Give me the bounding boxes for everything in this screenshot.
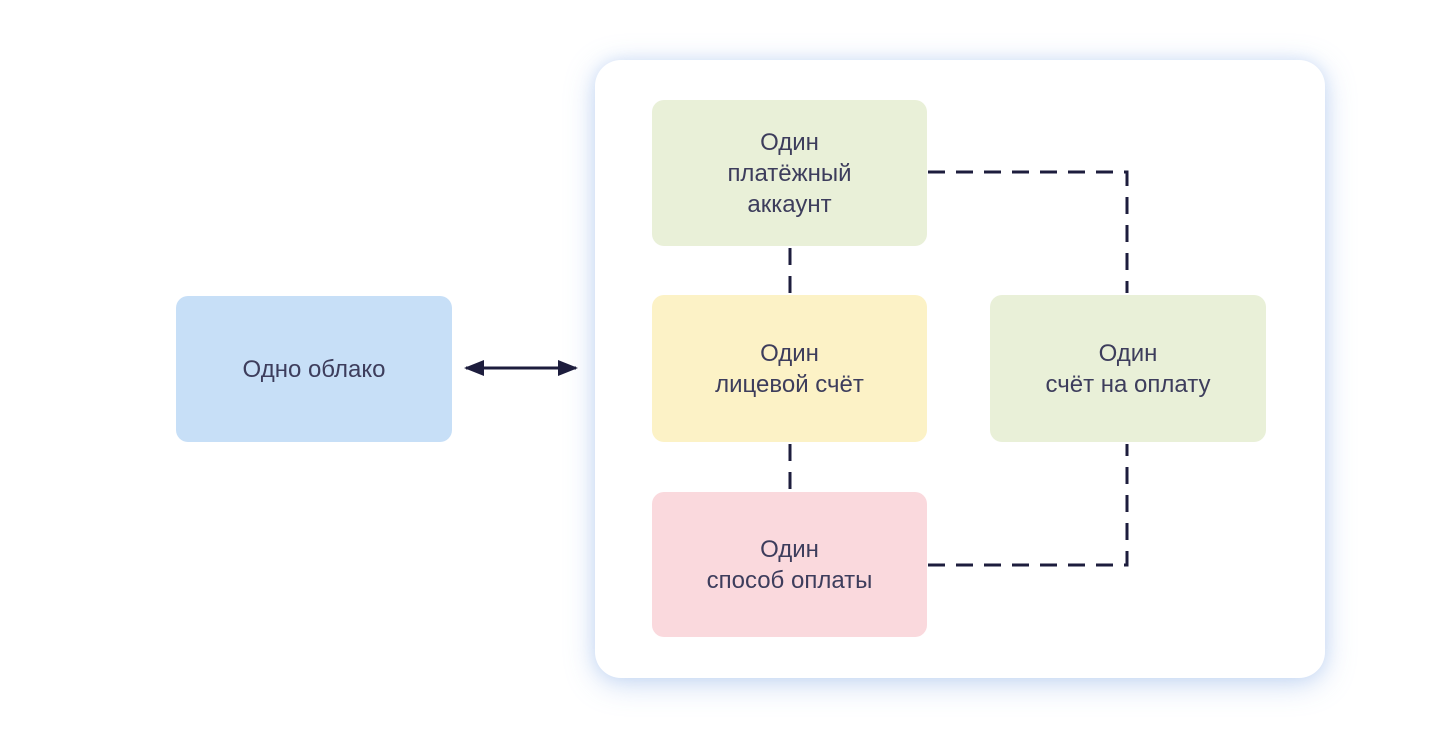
invoice-box-label: Один счёт на оплату (1045, 339, 1211, 398)
payment-account-box: Один платёжный аккаунт (652, 100, 927, 246)
payment-method-box: Один способ оплаты (652, 492, 927, 637)
cloud-box: Одно облако (176, 296, 452, 442)
dashed-connector-method-to-invoice (928, 444, 1129, 567)
personal-account-box-label: Один лицевой счёт (715, 339, 864, 398)
payment-method-box-label: Один способ оплаты (706, 535, 873, 594)
payment-account-box-label: Один платёжный аккаунт (727, 128, 852, 218)
invoice-box: Один счёт на оплату (990, 295, 1266, 442)
cloud-box-label: Одно облако (242, 355, 386, 383)
dashed-connector-payment-to-invoice (928, 170, 1129, 293)
personal-account-box: Один лицевой счёт (652, 295, 927, 442)
